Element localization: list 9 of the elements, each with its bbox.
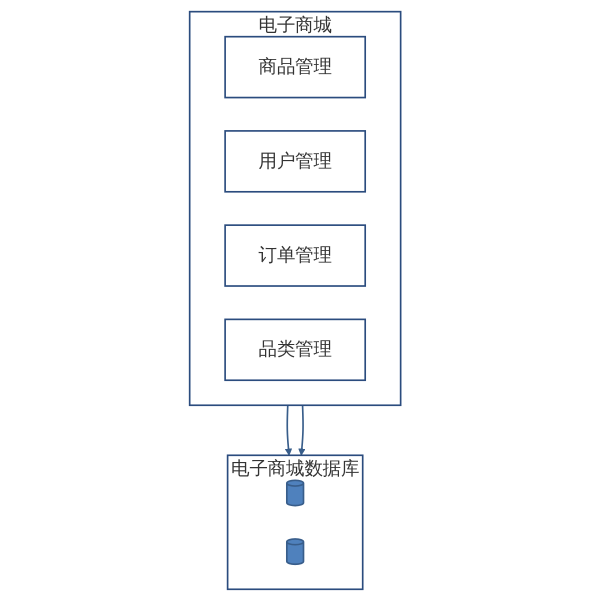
node-box: 用户管理 [224,130,366,193]
arrow [285,405,292,456]
node-cylinder [286,538,305,566]
node-box: 品类管理 [224,318,366,382]
arrow [298,405,306,456]
node-box: 订单管理 [224,224,366,287]
node-cylinder [286,480,305,506]
cluster: 电子商城数据库 [227,454,364,590]
node-box: 商品管理 [224,36,366,98]
